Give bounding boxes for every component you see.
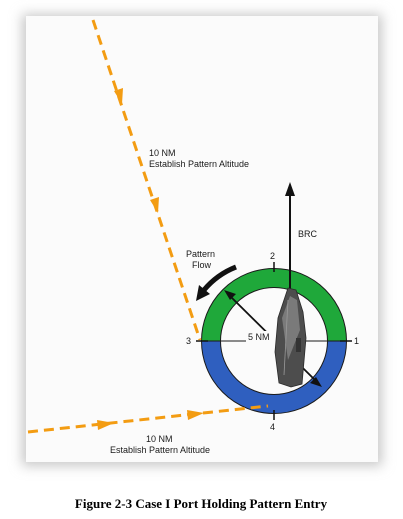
leg-bottom-distance: 10 NM [146,434,173,444]
entry-track-bottom [27,404,269,434]
ring-top-half [201,268,347,342]
leg-top-distance: 10 NM [149,148,176,158]
track-arrow-icon [150,197,159,213]
track-arrow-icon [114,88,123,104]
figure-caption: Figure 2-3 Case I Port Holding Pattern E… [75,496,328,511]
curved-arrow-head-icon [196,285,210,301]
pattern-flow-line1: Pattern [186,249,215,259]
track-arrow-icon [97,420,114,430]
arrow-head-icon [224,290,236,300]
entry-track-top [91,19,202,341]
brc-label: BRC [298,229,318,239]
pattern-flow-arrow [196,264,237,301]
track-arrow-icon [187,410,204,420]
pattern-flow-line2: Flow [192,260,212,270]
radius-label-bg [246,331,278,343]
position-1-label: 1 [354,336,359,346]
ring-bottom-half [201,340,347,414]
radius-label: 5 NM [248,332,270,342]
position-2-label: 2 [270,251,275,261]
arrow-head-icon [310,377,322,387]
position-4-label: 4 [270,422,275,432]
panel [26,16,378,462]
position-3-label: 3 [186,336,191,346]
leg-bottom-instruction: Establish Pattern Altitude [110,445,210,455]
leg-top-instruction: Establish Pattern Altitude [149,159,249,169]
arrow-up-icon [285,182,295,196]
brc-arrow [285,182,295,290]
carrier-ship-icon [274,287,307,388]
